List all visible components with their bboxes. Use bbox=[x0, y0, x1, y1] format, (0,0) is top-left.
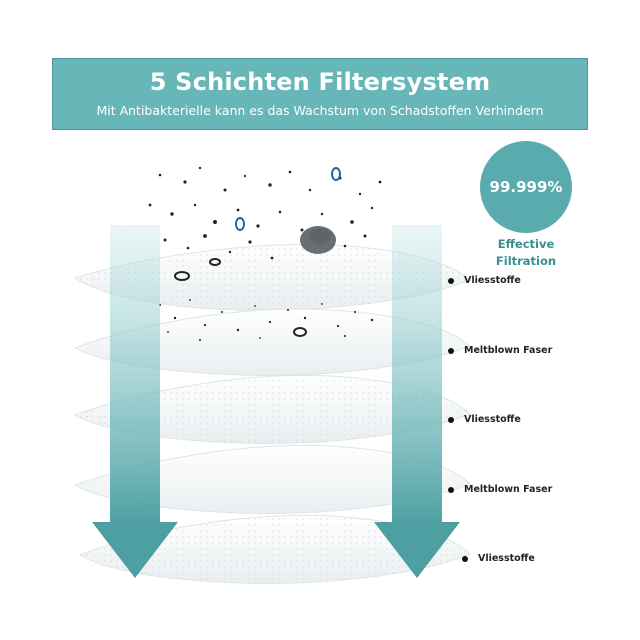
banner-subtitle: Mit Antibakterielle kann es das Wachstum… bbox=[96, 103, 544, 118]
filter-layer-texture bbox=[75, 244, 470, 311]
filtration-caption-line1: Effective bbox=[497, 237, 555, 251]
filter-layer-texture bbox=[80, 515, 470, 584]
layer-label-text: Vliesstoffe bbox=[464, 275, 521, 286]
bullet-icon bbox=[462, 555, 468, 562]
bullet-icon bbox=[448, 486, 454, 493]
airflow-arrow-right bbox=[374, 225, 460, 578]
filtration-caption: Effective Filtration bbox=[470, 236, 582, 270]
bullet-icon bbox=[448, 277, 454, 284]
layer-label-text: Meltblown Faser bbox=[464, 345, 553, 356]
layer-label-text: Meltblown Faser bbox=[464, 484, 553, 495]
filter-layer-texture bbox=[75, 375, 470, 444]
filter-layers bbox=[73, 244, 471, 584]
layer-label-2: Meltblown Faser bbox=[448, 345, 552, 356]
header-banner: 5 Schichten Filtersystem Mit Antibakteri… bbox=[52, 58, 588, 130]
filtration-caption-line2: Filtration bbox=[495, 254, 557, 268]
airflow-arrow-left bbox=[92, 225, 178, 578]
filtration-badge: 99.999% bbox=[480, 141, 572, 233]
layer-label-3: Vliesstoffe bbox=[448, 414, 521, 425]
banner-title: 5 Schichten Filtersystem bbox=[149, 68, 491, 96]
pollutant-particles bbox=[148, 166, 382, 341]
filter-layer-sheet bbox=[73, 444, 471, 514]
filtration-percentage: 99.999% bbox=[489, 178, 563, 196]
bullet-icon bbox=[448, 416, 454, 423]
layer-label-text: Vliesstoffe bbox=[478, 553, 535, 564]
layer-label-5: Vliesstoffe bbox=[462, 553, 535, 564]
bullet-icon bbox=[448, 347, 454, 354]
layer-label-text: Vliesstoffe bbox=[464, 414, 521, 425]
layer-label-1: Vliesstoffe bbox=[448, 275, 521, 286]
layer-label-4: Meltblown Faser bbox=[448, 484, 552, 495]
filter-layer-sheet bbox=[73, 308, 471, 376]
